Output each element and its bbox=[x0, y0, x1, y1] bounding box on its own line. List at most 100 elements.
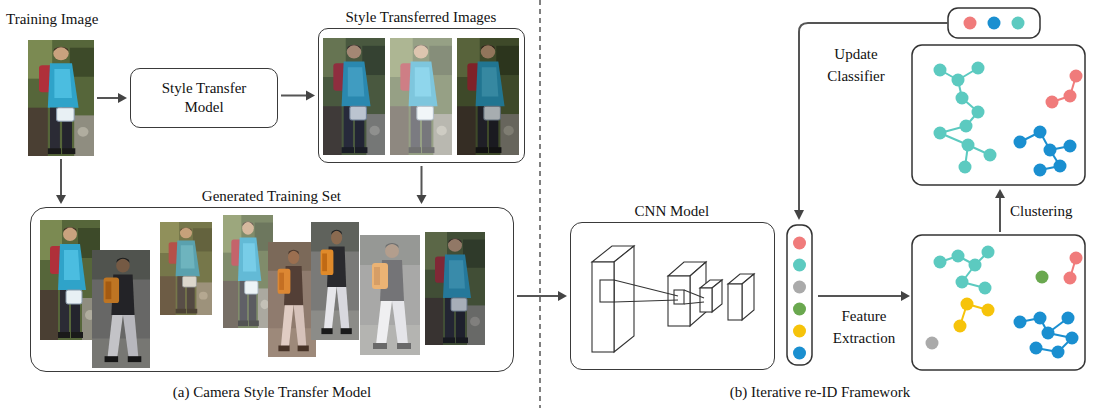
cnn-drawing bbox=[728, 284, 742, 320]
connector-arrow bbox=[417, 166, 427, 204]
cluster-dots bbox=[954, 298, 995, 333]
photo-tint bbox=[390, 38, 452, 155]
cluster-dots bbox=[934, 62, 997, 174]
cluster-dots bbox=[934, 246, 995, 295]
cluster-dots bbox=[1064, 140, 1077, 153]
feature-dot bbox=[793, 303, 806, 316]
connector-arrow bbox=[97, 93, 127, 103]
cluster-dots bbox=[982, 246, 995, 259]
classifier-dot bbox=[1012, 17, 1025, 30]
box-label: Style Transfer Model bbox=[148, 79, 260, 118]
cluster-dots bbox=[952, 250, 965, 263]
flow-arrow bbox=[818, 295, 902, 297]
cluster-dots bbox=[1034, 126, 1047, 139]
cnn-drawing bbox=[614, 300, 678, 302]
arrow-label: Update Classifier bbox=[815, 44, 897, 88]
cluster-dots bbox=[960, 120, 973, 133]
cluster-dots bbox=[969, 259, 982, 272]
person-photo bbox=[457, 38, 519, 155]
arrow-head bbox=[558, 291, 567, 301]
cluster-dots bbox=[1046, 96, 1059, 109]
cluster-box bbox=[912, 235, 1085, 370]
connector-arrow bbox=[281, 91, 315, 101]
person-photo bbox=[425, 232, 485, 345]
box-heading: Style Transferred Images bbox=[342, 8, 499, 26]
cluster-dots bbox=[962, 139, 975, 152]
feature-dot bbox=[793, 259, 806, 272]
cluster-dots bbox=[1054, 160, 1067, 173]
image-group-box: Style Transferred Images bbox=[318, 28, 525, 163]
cnn-drawing bbox=[614, 280, 678, 296]
person-photo bbox=[92, 250, 150, 368]
process-box: Style Transfer Model bbox=[130, 68, 278, 128]
cluster-dots bbox=[934, 64, 947, 77]
training-set-box: Generated Training Set bbox=[30, 207, 514, 372]
feature-vector bbox=[787, 225, 812, 365]
cnn-drawing bbox=[674, 290, 684, 304]
cnn-drawing bbox=[712, 280, 722, 312]
flow-arrow bbox=[999, 197, 1001, 232]
cluster-dots bbox=[1034, 164, 1047, 177]
cluster-dot bbox=[1036, 271, 1049, 284]
photo-tint bbox=[160, 222, 212, 315]
arrow-head bbox=[118, 93, 127, 103]
cluster-dots bbox=[972, 62, 985, 75]
cluster-box bbox=[912, 45, 1085, 185]
connector-arrow bbox=[56, 159, 66, 204]
cluster-dots bbox=[1014, 316, 1027, 329]
connector-line bbox=[97, 97, 119, 99]
arrow-head bbox=[306, 91, 315, 101]
arrow-head bbox=[794, 210, 804, 220]
cluster-dots bbox=[1070, 70, 1083, 83]
arrow-head bbox=[995, 189, 1005, 198]
cluster-dots bbox=[1014, 126, 1077, 177]
photo-tint bbox=[92, 250, 150, 368]
person-photo bbox=[160, 222, 212, 315]
person-photo bbox=[323, 38, 385, 155]
person-photo bbox=[40, 220, 100, 340]
cluster-dots bbox=[1014, 312, 1079, 359]
connector-line bbox=[60, 159, 62, 196]
cluster-dots bbox=[1066, 332, 1079, 345]
classifier-box bbox=[948, 8, 1040, 38]
photo-tint bbox=[457, 38, 519, 155]
person-photo bbox=[390, 38, 452, 155]
cluster-dots bbox=[956, 92, 969, 105]
cluster-dots bbox=[1030, 342, 1043, 355]
cluster-dots bbox=[1052, 346, 1065, 359]
cnn-drawing bbox=[742, 274, 754, 320]
photo-tint bbox=[425, 232, 485, 345]
cluster-dots bbox=[954, 320, 967, 333]
arrow-label: Clustering bbox=[1010, 201, 1082, 223]
cluster-dots bbox=[952, 74, 965, 87]
connector-line bbox=[517, 295, 559, 297]
feature-dot bbox=[793, 237, 806, 250]
cluster-dots bbox=[1046, 70, 1083, 109]
cluster-dots bbox=[934, 256, 947, 269]
cluster-dots bbox=[956, 276, 969, 289]
cluster-dots bbox=[1044, 144, 1057, 157]
feature-dot bbox=[793, 347, 806, 360]
cluster-dot bbox=[926, 337, 939, 350]
connector-line bbox=[281, 95, 307, 97]
caption: (a) Camera Style Transfer Model bbox=[30, 382, 514, 404]
cnn-drawing bbox=[600, 280, 614, 302]
cluster-dots bbox=[959, 161, 972, 174]
photo-tint bbox=[268, 242, 316, 357]
classifier-dot bbox=[988, 17, 1001, 30]
cluster-dots bbox=[972, 106, 985, 119]
box-heading: Training Image bbox=[3, 10, 101, 28]
cluster-dots bbox=[1034, 312, 1047, 325]
connector-arrow bbox=[517, 291, 567, 301]
arrow-head bbox=[417, 195, 427, 204]
training-image: Training Image bbox=[28, 40, 94, 156]
feature-dot bbox=[793, 325, 806, 338]
connector-line bbox=[421, 166, 423, 196]
cluster-edges bbox=[940, 68, 990, 167]
cluster-dot bbox=[1064, 272, 1077, 285]
photo-tint bbox=[360, 235, 420, 355]
person-photo bbox=[223, 215, 273, 328]
cnn-drawing bbox=[614, 246, 634, 352]
